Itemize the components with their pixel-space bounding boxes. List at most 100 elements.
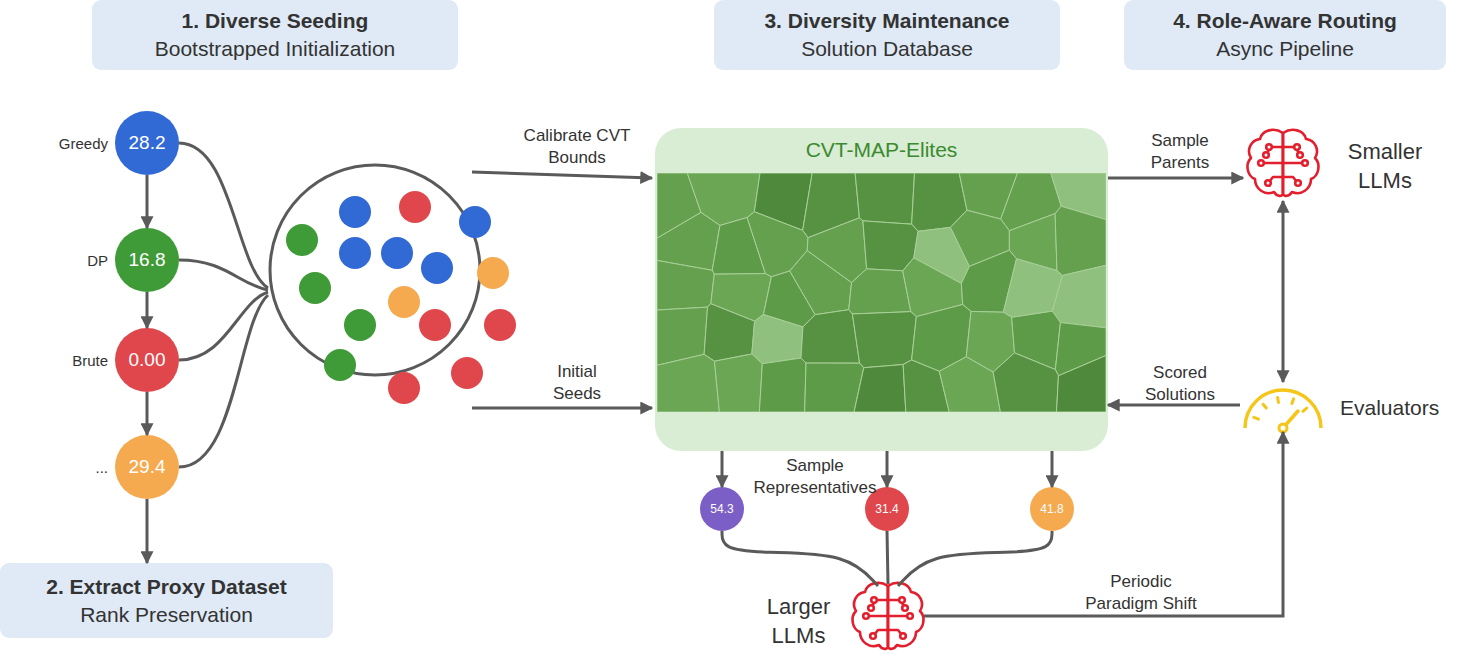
archive-title: CVT-MAP-Elites xyxy=(655,138,1108,162)
seed-dots xyxy=(286,191,516,404)
circuit-node xyxy=(871,597,877,603)
header-title: 2. Extract Proxy Dataset xyxy=(46,573,286,601)
brain-icon xyxy=(848,578,928,654)
connector xyxy=(1051,451,1054,487)
annotation-label: Calibrate CVT Bounds xyxy=(522,125,632,169)
connector xyxy=(1282,201,1285,382)
circuit-node xyxy=(1266,144,1272,150)
voronoi-cell xyxy=(854,365,906,412)
connector xyxy=(887,531,888,584)
score-circle: Greedy28.2 xyxy=(115,111,179,175)
header-subtitle: Bootstrapped Initialization xyxy=(155,35,396,63)
circuit-line xyxy=(868,615,888,618)
seed-dot xyxy=(421,252,453,284)
merge-curve xyxy=(179,260,268,290)
voronoi-cell xyxy=(903,360,949,412)
seed-dot xyxy=(339,196,371,228)
connector xyxy=(146,292,149,328)
score-value: 28.2 xyxy=(129,132,166,154)
header-subtitle: Async Pipeline xyxy=(1216,35,1354,63)
voronoi-cell xyxy=(939,357,1000,412)
voronoi-cell xyxy=(790,251,852,315)
score-circle: 41.8 xyxy=(1030,487,1074,531)
brain-lobe xyxy=(1248,130,1283,196)
voronoi-cell xyxy=(752,315,803,364)
brain-lobe xyxy=(888,583,923,649)
circuit-line xyxy=(1263,162,1283,165)
circuit-node xyxy=(1295,180,1301,186)
score-circle: ...29.4 xyxy=(115,435,179,499)
score-value: 0.00 xyxy=(129,349,166,371)
circuit-line xyxy=(888,615,908,618)
score-value: 31.4 xyxy=(875,502,898,516)
seed-dot xyxy=(339,237,371,269)
seed-dot xyxy=(451,357,483,389)
method-label: DP xyxy=(87,252,108,269)
merge-curve xyxy=(179,292,268,360)
icon-label: Smaller LLMs xyxy=(1335,137,1435,195)
seed-dot xyxy=(388,372,420,404)
connector-label: Scored Solutions xyxy=(1135,362,1225,406)
connector xyxy=(146,499,149,563)
seed-dot xyxy=(399,191,431,223)
circuit-node xyxy=(1294,144,1300,150)
score-value: 41.8 xyxy=(1040,502,1063,516)
score-circle: Brute0.00 xyxy=(115,328,179,392)
seed-dot xyxy=(344,309,376,341)
voronoi-cell xyxy=(849,269,911,314)
voronoi-cell xyxy=(704,304,754,362)
brain-outline xyxy=(853,583,924,649)
seed-dot xyxy=(299,272,331,304)
gauge-tick xyxy=(1263,404,1266,408)
brain-lobe xyxy=(1283,130,1318,196)
seed-dot xyxy=(286,224,318,256)
circuit-node xyxy=(1302,160,1308,166)
stage-header: 2. Extract Proxy DatasetRank Preservatio… xyxy=(0,563,333,638)
method-label: ... xyxy=(95,459,108,476)
circuit-node xyxy=(870,633,876,639)
voronoi-cell xyxy=(657,354,719,412)
seed-dot xyxy=(419,309,451,341)
brain-lobe xyxy=(853,583,888,649)
header-title: 4. Role-Aware Routing xyxy=(1173,7,1397,35)
header-title: 1. Diverse Seeding xyxy=(182,7,369,35)
calibrate-arrow xyxy=(472,172,652,178)
score-value: 54.3 xyxy=(710,502,733,516)
seed-dot xyxy=(324,349,356,381)
circuit-node xyxy=(868,605,874,611)
score-value: 16.8 xyxy=(129,249,166,271)
circuit-node xyxy=(899,597,905,603)
connector xyxy=(146,392,149,435)
circuit-node xyxy=(863,613,869,619)
merge-curve xyxy=(179,143,268,288)
gauge-arc xyxy=(1245,390,1321,428)
method-label: Greedy xyxy=(59,135,108,152)
connector-label: Periodic Paradigm Shift xyxy=(1074,571,1209,615)
brain-outline xyxy=(1248,130,1319,196)
score-circle: 54.3 xyxy=(700,487,744,531)
archive-box: CVT-MAP-Elites xyxy=(655,128,1108,451)
gauge-tick xyxy=(1303,408,1307,411)
circuit-node xyxy=(1297,152,1303,158)
gauge-hub xyxy=(1279,424,1287,432)
gauge-icon xyxy=(1240,382,1326,432)
voronoi-cell xyxy=(1055,206,1106,275)
voronoi-cell xyxy=(657,260,714,310)
circuit-node xyxy=(907,613,913,619)
connector xyxy=(722,531,878,586)
evaluator-gauge: Evaluators xyxy=(1240,382,1326,432)
header-subtitle: Rank Preservation xyxy=(80,601,253,629)
header-title: 3. Diversity Maintenance xyxy=(764,7,1009,35)
header-subtitle: Solution Database xyxy=(801,35,973,63)
seed-pool xyxy=(270,165,480,375)
gauge-tick xyxy=(1254,417,1259,419)
voronoi-cell xyxy=(801,310,860,363)
seed-dot xyxy=(388,286,420,318)
gauge-tick xyxy=(1276,397,1280,402)
connector-label: Sample Parents xyxy=(1135,130,1225,174)
circuit-node xyxy=(1258,160,1264,166)
voronoi-cell xyxy=(1052,265,1106,327)
icon-label: Evaluators xyxy=(1340,396,1439,420)
gauge-tick xyxy=(1292,399,1294,404)
